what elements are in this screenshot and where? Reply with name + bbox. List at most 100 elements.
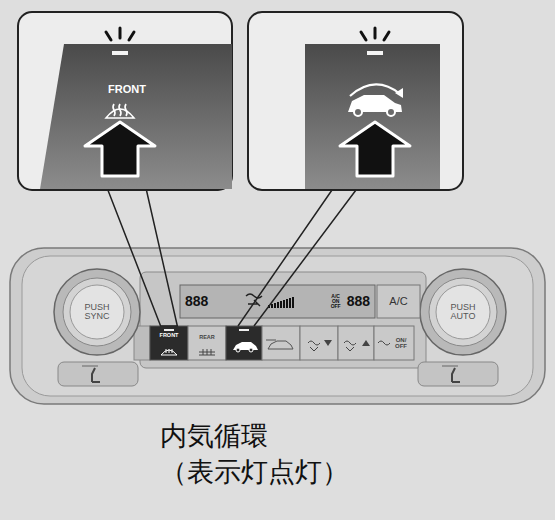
button-icon <box>362 340 370 346</box>
control-knob <box>420 269 506 355</box>
control-knob <box>54 269 140 355</box>
seat-heater-button <box>452 368 460 382</box>
callout-inset <box>112 51 128 55</box>
button-icon <box>249 348 253 352</box>
button-icon <box>378 341 390 345</box>
seat-heater-button <box>82 366 458 367</box>
button-label: FRONT <box>160 333 179 339</box>
light-rays <box>384 32 389 40</box>
control-knob <box>436 285 490 339</box>
control-knob: PUSH AUTO <box>429 278 497 346</box>
button-label: PUSH AUTO <box>448 303 478 322</box>
recirculation-icon <box>354 108 362 116</box>
panel-button <box>150 285 420 360</box>
panel-button <box>338 326 374 360</box>
lcd-display <box>289 298 291 308</box>
control-knob <box>70 285 124 339</box>
recirculation-icon <box>350 84 400 96</box>
control-knob: PUSH SYNC <box>63 278 131 346</box>
indicator-light <box>164 329 174 331</box>
callout-inset <box>248 12 463 190</box>
callout-inset <box>248 12 463 190</box>
lcd-display <box>286 299 288 308</box>
seat-heater-button <box>58 362 498 386</box>
light-rays <box>129 32 134 40</box>
button-label: A/C ON OFF <box>331 294 341 310</box>
panel-button: REAR <box>188 326 226 360</box>
leader-line <box>108 190 177 326</box>
lcd-display: 888 A/C ON OFF 888 <box>180 285 375 318</box>
press-arrow <box>85 122 155 176</box>
recirculation-icon <box>387 108 395 116</box>
lcd-display <box>292 297 294 308</box>
callout-inset <box>305 44 440 189</box>
button-label: A/C <box>389 296 407 308</box>
button-label: ON/ OFF <box>394 337 408 350</box>
lcd-display <box>274 303 276 308</box>
button-icon <box>344 341 356 351</box>
button-icon <box>161 349 177 355</box>
recirculation-icon <box>348 84 403 116</box>
control-panel <box>134 326 150 360</box>
light-rays <box>374 28 377 38</box>
button-icon <box>161 340 390 355</box>
panel-button <box>226 326 262 360</box>
caption: 内気循環 （表示灯点灯） <box>160 418 400 491</box>
light-rays <box>106 32 111 40</box>
light-rays <box>106 28 134 40</box>
defrost-icon <box>106 104 134 118</box>
leader-line <box>238 190 356 326</box>
recirculation-icon <box>395 88 403 98</box>
light-rays <box>361 32 366 40</box>
lcd-display <box>180 285 375 318</box>
panel-button: FRONT <box>150 326 188 360</box>
lcd-display <box>280 301 282 308</box>
panel-button <box>150 326 188 360</box>
leader-line <box>238 190 356 326</box>
button-label: PUSH SYNC <box>82 303 112 322</box>
panel-button: ON/ OFF <box>374 326 414 360</box>
control-knob <box>63 278 131 346</box>
defrost-icon <box>113 104 115 116</box>
control-panel <box>22 256 533 396</box>
panel-button <box>377 285 420 318</box>
control-knob <box>54 269 140 355</box>
indicator-light <box>239 329 249 331</box>
panel-button <box>374 326 414 360</box>
panel-button <box>262 326 300 360</box>
button-icon <box>324 340 332 346</box>
panel-button <box>300 326 338 360</box>
button-label: 888 <box>347 294 370 309</box>
button-icon <box>236 348 240 352</box>
press-arrow <box>340 122 410 176</box>
button-icon <box>199 349 215 355</box>
panel-button: A/C <box>377 285 420 318</box>
control-knob <box>429 278 497 346</box>
button-label: FRONT <box>108 84 146 96</box>
seat-heater-button <box>92 368 100 382</box>
lcd-display <box>283 300 285 308</box>
callout-inset <box>367 51 383 55</box>
button-icon <box>308 341 320 351</box>
light-rays <box>361 28 389 40</box>
control-panel <box>10 248 545 404</box>
callout-inset <box>40 44 232 189</box>
callout-inset: FRONT <box>18 12 232 190</box>
button-label: 888 <box>185 294 208 309</box>
light-rays <box>119 28 122 38</box>
defrost-icon <box>119 104 121 116</box>
button-label: REAR <box>199 335 215 341</box>
control-knob <box>420 269 506 355</box>
indicator-light <box>164 329 249 331</box>
lcd-display <box>277 302 279 308</box>
lcd-display <box>180 285 375 318</box>
control-panel <box>10 248 545 404</box>
defrost-icon <box>125 104 127 116</box>
panel-button <box>188 326 226 360</box>
lcd-display <box>271 304 273 308</box>
callout-inset <box>18 12 232 190</box>
